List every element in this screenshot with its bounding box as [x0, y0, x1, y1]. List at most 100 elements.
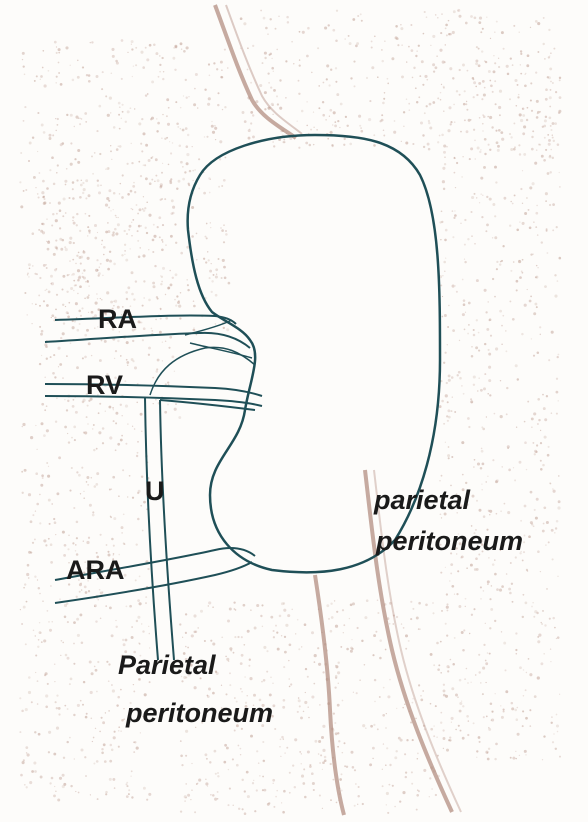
- fat-speckle: [466, 668, 468, 670]
- fat-speckle: [118, 145, 119, 146]
- fat-speckle: [99, 403, 101, 405]
- fat-speckle: [51, 317, 52, 318]
- fat-speckle: [88, 400, 90, 402]
- fat-speckle: [223, 327, 225, 329]
- fat-speckle: [537, 352, 540, 355]
- fat-speckle: [209, 270, 212, 273]
- fat-speckle: [517, 733, 520, 736]
- fat-speckle: [21, 710, 24, 713]
- fat-speckle: [362, 803, 364, 805]
- fat-speckle: [160, 309, 162, 311]
- fat-speckle: [534, 610, 537, 613]
- fat-speckle: [429, 103, 432, 106]
- fat-speckle: [455, 187, 456, 188]
- fat-speckle: [559, 79, 561, 81]
- fat-speckle: [95, 728, 96, 729]
- fat-speckle: [23, 65, 25, 67]
- fat-speckle: [34, 80, 36, 82]
- fat-speckle: [477, 390, 478, 391]
- fat-speckle: [135, 64, 137, 66]
- fat-speckle: [122, 469, 124, 471]
- fat-speckle: [54, 41, 57, 44]
- fat-speckle: [443, 748, 444, 749]
- fat-speckle: [512, 318, 515, 321]
- fat-speckle: [531, 110, 533, 112]
- fat-speckle: [452, 77, 454, 79]
- fat-speckle: [223, 761, 226, 764]
- fat-speckle: [107, 222, 109, 224]
- fat-speckle: [550, 483, 552, 485]
- fat-speckle: [451, 376, 454, 379]
- fat-speckle: [31, 323, 32, 324]
- fat-speckle: [384, 92, 386, 94]
- fat-speckle: [454, 172, 456, 174]
- fat-speckle: [333, 712, 335, 714]
- fat-speckle: [462, 474, 464, 476]
- fat-speckle: [59, 777, 62, 780]
- fat-speckle: [205, 261, 207, 263]
- fat-speckle: [540, 430, 541, 431]
- fat-speckle: [520, 520, 522, 522]
- fat-speckle: [485, 481, 486, 482]
- fat-speckle: [54, 681, 55, 682]
- fat-speckle: [331, 616, 334, 619]
- fat-speckle: [451, 585, 454, 588]
- fat-speckle: [240, 17, 243, 20]
- fat-speckle: [75, 791, 76, 792]
- fat-speckle: [166, 115, 168, 117]
- fat-speckle: [552, 488, 554, 490]
- fat-speckle: [76, 596, 78, 598]
- fat-speckle: [54, 376, 56, 378]
- fat-speckle: [25, 189, 27, 191]
- fat-speckle: [420, 121, 423, 124]
- fat-speckle: [488, 70, 491, 73]
- fat-speckle: [526, 469, 527, 470]
- fat-speckle: [479, 17, 482, 20]
- ureter-right-wall: [160, 400, 174, 660]
- fat-speckle: [240, 662, 243, 665]
- fat-speckle: [482, 667, 485, 670]
- fat-speckle: [67, 621, 69, 623]
- fat-speckle: [159, 71, 161, 73]
- fat-speckle: [73, 714, 75, 716]
- fat-speckle: [357, 804, 358, 805]
- fat-speckle: [40, 632, 41, 633]
- fat-speckle: [91, 155, 93, 157]
- fat-speckle: [469, 633, 470, 634]
- fat-speckle: [534, 509, 536, 511]
- fat-speckle: [452, 236, 454, 238]
- fat-speckle: [101, 240, 103, 242]
- fat-speckle: [464, 261, 466, 263]
- fat-speckle: [254, 810, 256, 812]
- fat-speckle: [109, 97, 112, 100]
- fat-speckle: [20, 774, 23, 777]
- fat-speckle: [360, 13, 362, 15]
- fat-speckle: [103, 254, 105, 256]
- fat-speckle: [418, 96, 420, 98]
- fat-speckle: [298, 147, 300, 149]
- fat-speckle: [93, 762, 95, 764]
- fat-speckle: [545, 149, 547, 151]
- fat-speckle: [541, 241, 543, 243]
- fat-speckle: [545, 116, 547, 118]
- fat-speckle: [79, 323, 81, 325]
- fat-speckle: [374, 679, 376, 681]
- fat-speckle: [44, 84, 47, 87]
- fat-speckle: [531, 523, 533, 525]
- fat-speckle: [166, 98, 169, 101]
- fat-speckle: [559, 186, 561, 188]
- fat-speckle: [85, 591, 88, 594]
- fat-speckle: [73, 621, 76, 624]
- fat-speckle: [76, 224, 78, 226]
- fat-speckle: [72, 405, 75, 408]
- fat-speckle: [340, 646, 342, 648]
- fat-speckle: [91, 41, 93, 43]
- fat-speckle: [123, 718, 125, 720]
- fat-speckle: [264, 52, 267, 55]
- fat-speckle: [35, 654, 37, 656]
- fat-speckle: [206, 223, 208, 225]
- fat-speckle: [522, 594, 524, 596]
- fat-speckle: [446, 749, 449, 752]
- fat-speckle: [349, 618, 350, 619]
- fat-speckle: [73, 426, 76, 429]
